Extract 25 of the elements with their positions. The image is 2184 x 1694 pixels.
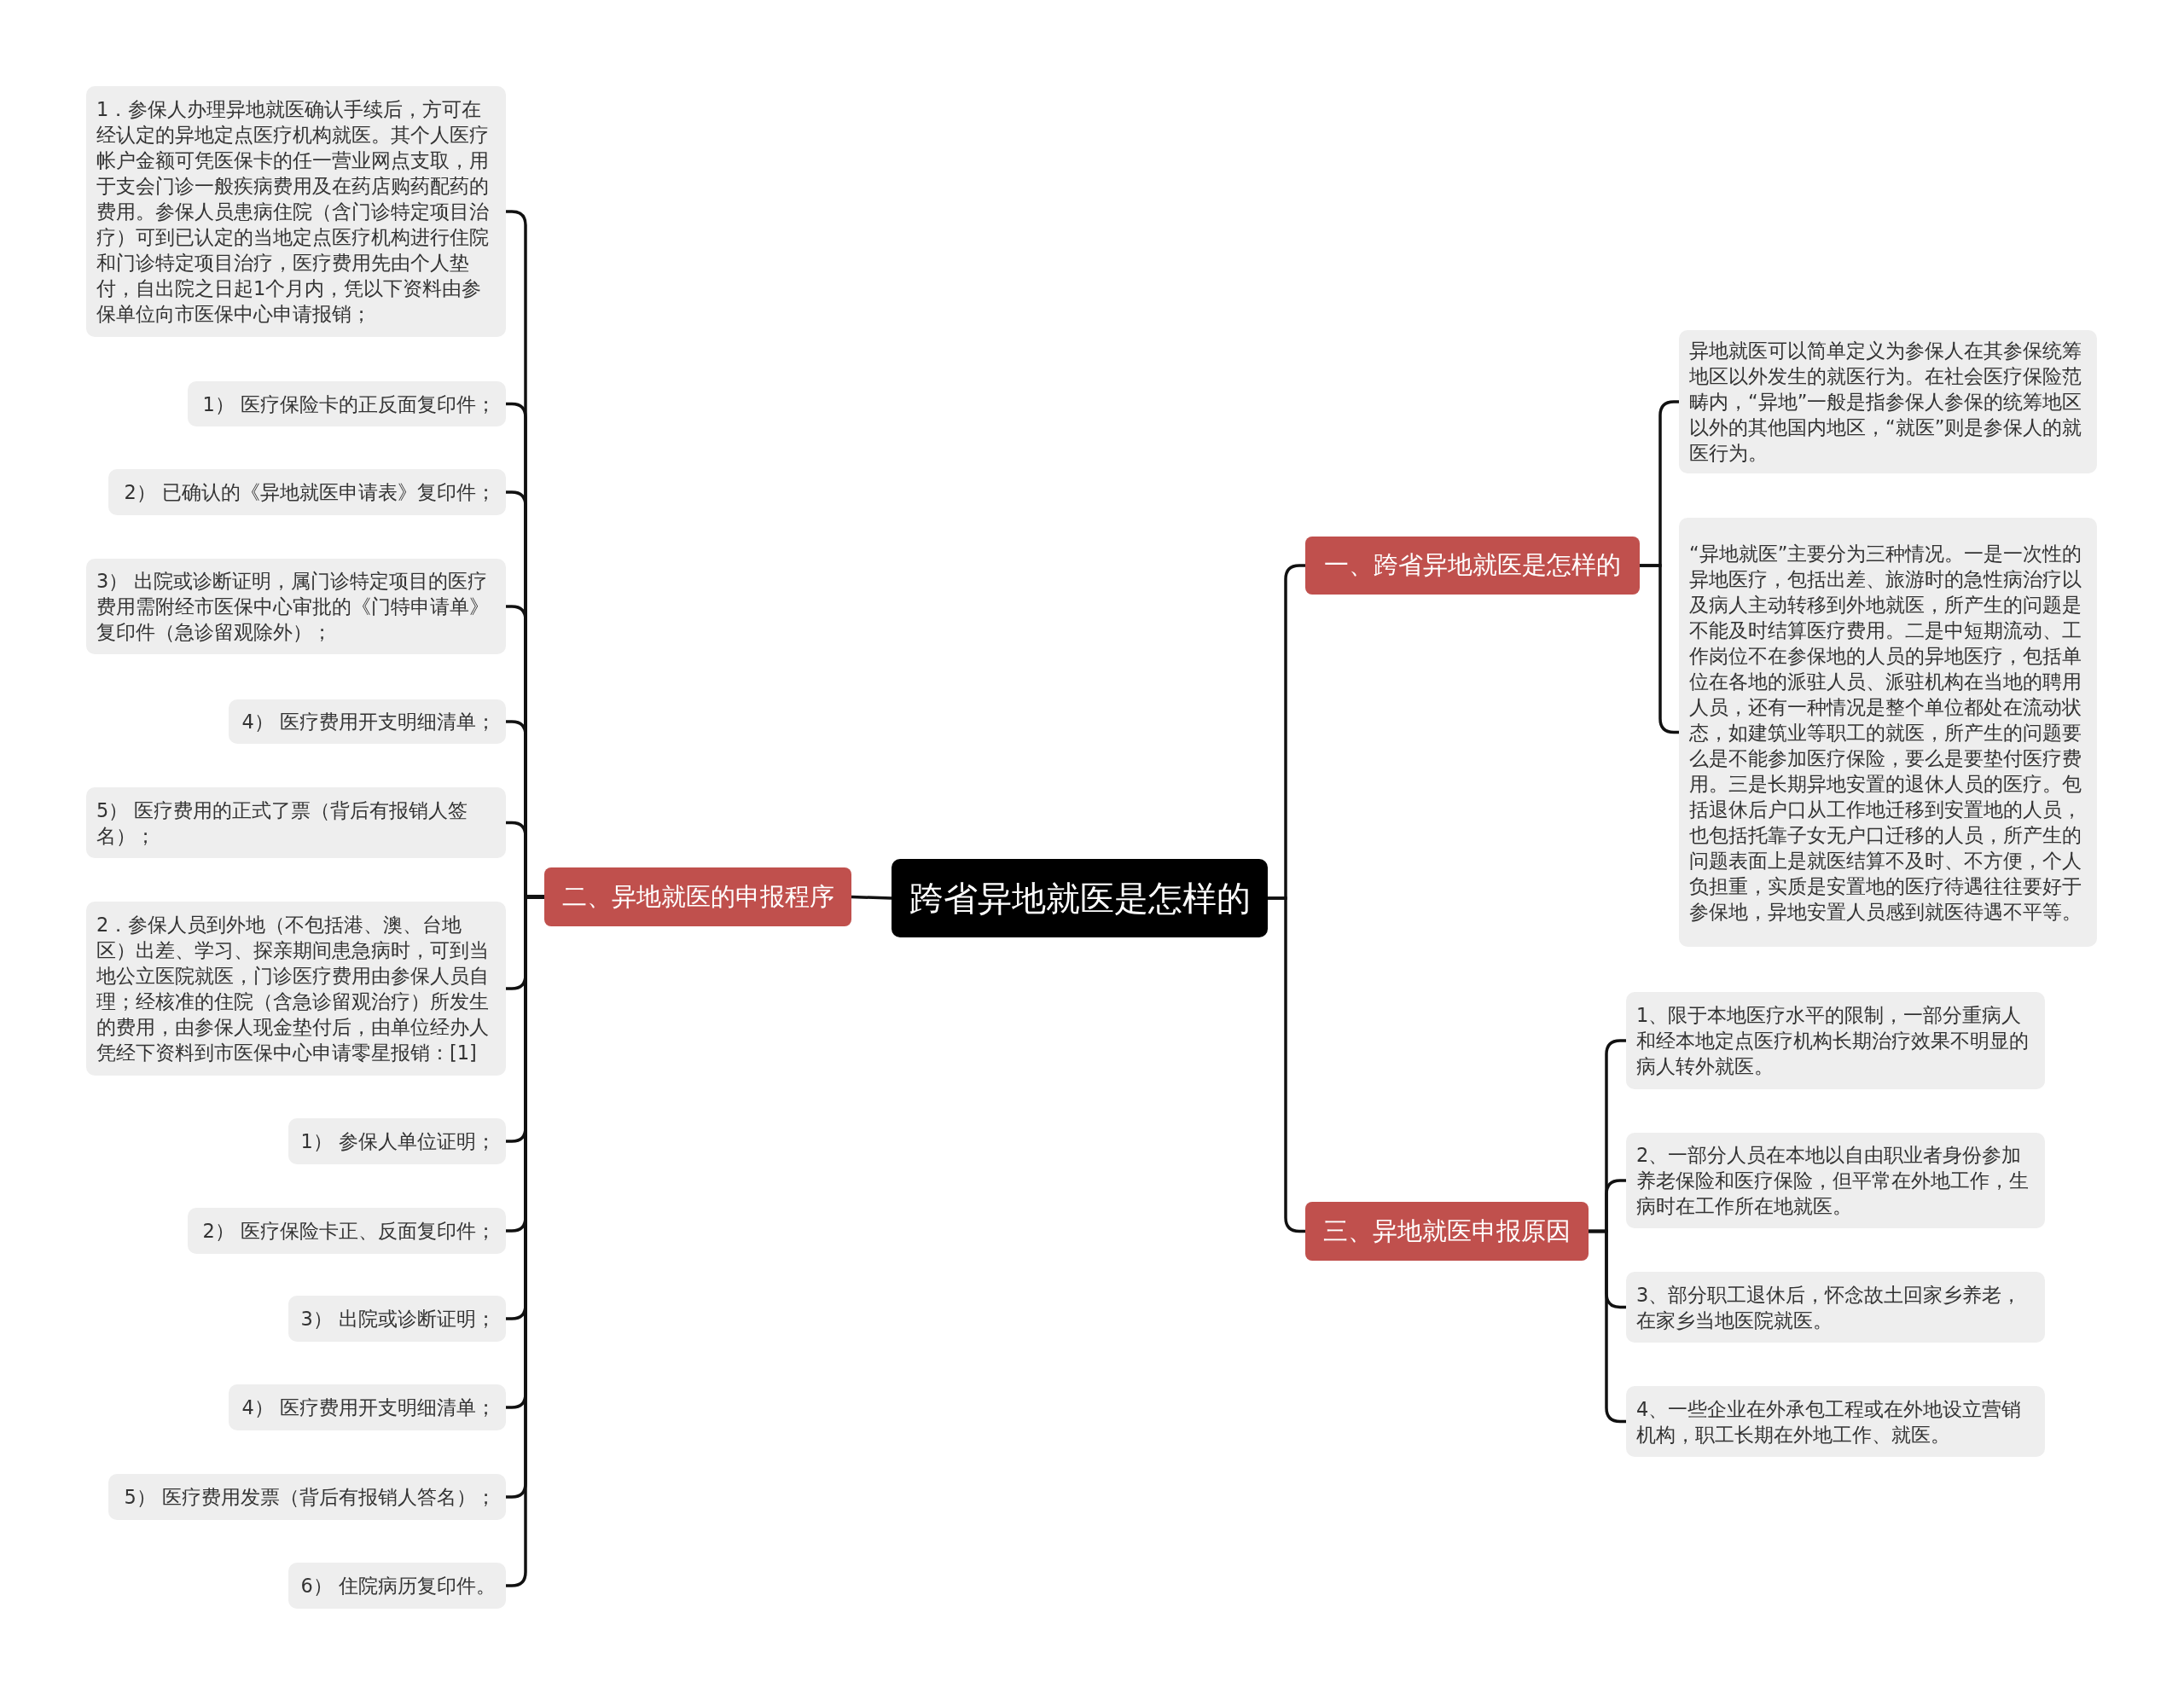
- text-card: 异地就医可以简单定义为参保人在其参保统筹地区以外发生的就医行为。在社会医疗保险范畴内，“异地”一般是指参保人参保的统筹地区以外的其他国内地区，“就医”则是参保人的就医行为。: [1679, 330, 2097, 473]
- text-card: 2） 已确认的《异地就医申请表》复印件；: [108, 469, 506, 515]
- text-card: 5） 医疗费用发票（背后有报销人答名）；: [108, 1474, 506, 1520]
- branch-topic: 二、异地就医的申报程序: [544, 867, 851, 926]
- text-card: 1．参保人办理异地就医确认手续后，方可在经认定的异地定点医疗机构就医。其个人医疗帐户金额可凭医保卡的任一营业网点支取，用于支会门诊一般疾病费用及在药店购药配药的费用。参保人员患病住院（含门诊特定项目治疗）可到已认定的当地定点医疗机构进行住院和门诊特定项目治疗，医疗费用先由个人垫付，自出院之日起1个月内，凭以下资料由参保单位向市医保中心申请报销；: [86, 86, 506, 337]
- branch-topic: 三、异地就医申报原因: [1305, 1202, 1589, 1261]
- text-card: 4、一些企业在外承包工程或在外地设立营销机构，职工长期在外地工作、就医。: [1626, 1386, 2045, 1457]
- connector-line: [851, 895, 892, 900]
- text-card: 1） 参保人单位证明；: [288, 1118, 506, 1164]
- text-card: 4） 医疗费用开支明细清单；: [229, 1384, 506, 1430]
- central-topic: 跨省异地就医是怎样的: [892, 859, 1268, 937]
- text-card: 2） 医疗保险卡正、反面复印件；: [188, 1208, 506, 1254]
- text-card: 3） 出院或诊断证明；: [288, 1296, 506, 1342]
- text-card: 3） 出院或诊断证明，属门诊特定项目的医疗费用需附经市医保中心审批的《门特申请单》复印件（急诊留观除外）；: [86, 559, 506, 654]
- text-card: 6） 住院病历复印件。: [288, 1563, 506, 1609]
- text-card: 5） 医疗费用的正式了票（背后有报销人签名）；: [86, 787, 506, 858]
- connector-line: [1589, 1229, 1626, 1424]
- text-card: 1、限于本地医疗水平的限制，一部分重病人和经本地定点医疗机构长期治疗效果不明显的病人转外就医。: [1626, 992, 2045, 1089]
- text-card: 2．参保人员到外地（不包括港、澳、台地区）出差、学习、探亲期间患急病时，可到当地公立医院就医，门诊医疗费用由参保人员自理；经核准的住院（含急诊留观治疗）所发生的费用，由参保人现金垫付后，由单位经办人凭经下资料到市医保中心申请零星报销：[1]: [86, 902, 506, 1076]
- text-card: 2、一部分人员在本地以自由职业者身份参加养老保险和医疗保险，但平常在外地工作，生病时在工作所在地就医。: [1626, 1133, 2045, 1228]
- text-card: 4） 医疗费用开支明细清单；: [229, 699, 506, 744]
- text-card: 1） 医疗保险卡的正反面复印件；: [188, 381, 506, 426]
- text-card: 3、部分职工退休后，怀念故土回家乡养老，在家乡当地医院就医。: [1626, 1272, 2045, 1343]
- text-card: “异地就医”主要分为三种情况。一是一次性的异地医疗，包括出差、旅游时的急性病治疗以及病人主动转移到外地就医，所产生的问题是不能及时结算医疗费用。二是中短期流动、工作岗位不在参保地的人员的异地医疗，包括单位在各地的派驻人员、派驻机构在当地的聘用人员，还有一种情况是整个单位都处在流动状态，如建筑业等职工的就医，所产生的问题要么是不能参加医疗保险，要么是要垫付医疗费用。三是长期异地安置的退休人员的医疗。包括退休后户口从工作地迁移到安置地的人员，也包括托靠子女无户口迁移的人员，所产生的问题表面上是就医结算不及时、不方便，个人负担重，实质是安置地的医疗待遇往往要好于参保地，异地安置人员感到就医待遇不平等。: [1679, 518, 2097, 947]
- branch-topic: 一、跨省异地就医是怎样的: [1305, 537, 1640, 595]
